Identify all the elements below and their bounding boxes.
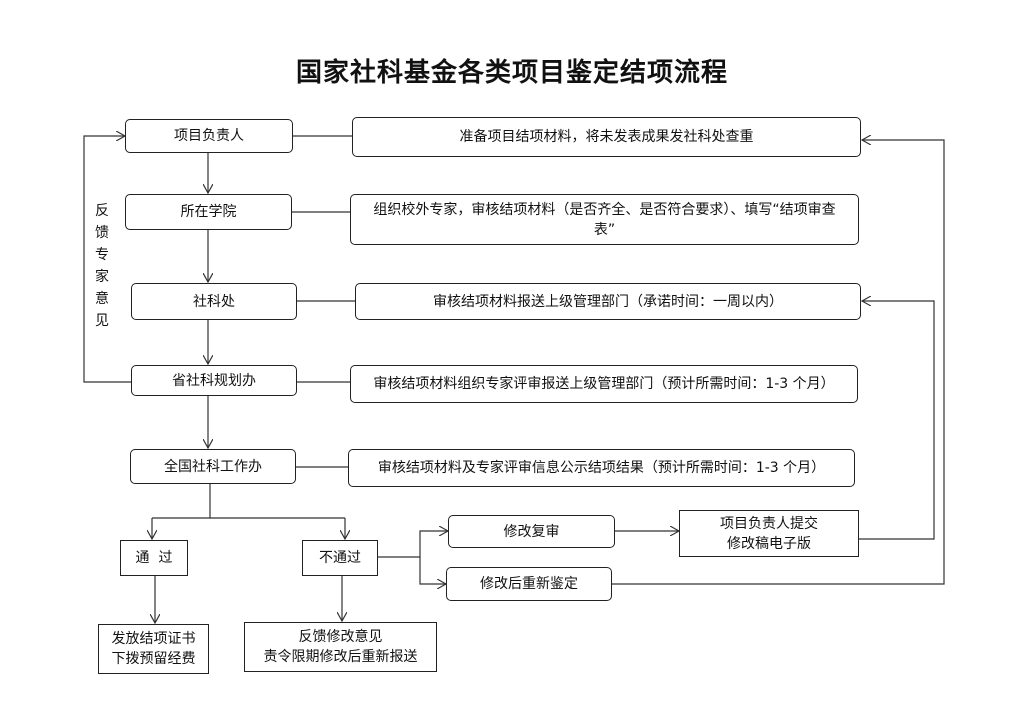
re-appraise: 修改后重新鉴定 [446, 567, 612, 601]
fail-result-line1: 反馈修改意见 [298, 629, 383, 645]
return-to-step1-arrow [612, 140, 945, 585]
arrow-to-re-appraise [419, 557, 446, 584]
outcome-pass: 通 过 [120, 540, 188, 576]
fail-result: 反馈修改意见 责令限期修改后重新报送 [244, 622, 437, 672]
step-provincial-office: 省社科规划办 [131, 365, 297, 396]
page-title: 国家社科基金各类项目鉴定结项流程 [295, 58, 728, 88]
desc-national-office: 审核结项材料及专家评审信息公示结项结果（预计所需时间：1-3 个月） [348, 449, 855, 487]
step-project-leader: 项目负责人 [125, 119, 293, 153]
step-social-science-office: 社科处 [131, 283, 297, 320]
step-college: 所在学院 [125, 194, 292, 230]
split-connector [152, 484, 211, 519]
submit-revision-line2: 修改稿电子版 [727, 535, 811, 552]
desc-provincial-office: 审核结项材料组织专家评审报送上级管理部门（预计所需时间：1-3 个月） [350, 365, 858, 403]
revise-review: 修改复审 [448, 515, 615, 548]
fail-result-line2: 责令限期修改后重新报送 [263, 649, 418, 665]
pass-result: 发放结项证书 下拨预留经费 [98, 624, 209, 674]
submit-revision-line1: 项目负责人提交 [720, 515, 818, 532]
arrow-to-revise-review [419, 531, 448, 557]
feedback-label: 反馈专家意见 [95, 203, 109, 329]
feedback-loop-arrow [83, 136, 131, 383]
outcome-fail: 不通过 [302, 540, 378, 576]
desc-project-leader: 准备项目结项材料，将未发表成果发社科处查重 [352, 117, 861, 157]
desc-college: 组织校外专家，审核结项材料（是否齐全、是否符合要求）、填写“结项审查表” [350, 194, 859, 245]
return-to-step3-arrow [859, 301, 935, 540]
pass-result-line2: 下拨预留经费 [111, 651, 196, 667]
desc-social-science-office: 审核结项材料报送上级管理部门（承诺时间：一周以内） [355, 283, 861, 320]
submit-revision: 项目负责人提交 修改稿电子版 [679, 510, 859, 557]
step-national-office: 全国社科工作办 [130, 449, 296, 484]
pass-result-line1: 发放结项证书 [111, 631, 196, 647]
